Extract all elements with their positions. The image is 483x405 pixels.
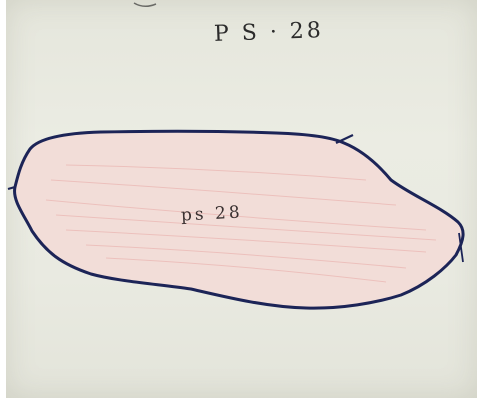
- drawing-canvas: [6, 0, 477, 398]
- paper-photo: P S · 28 ps 28: [6, 0, 477, 398]
- top-handwritten-label: P S · 28: [214, 18, 325, 47]
- partial-pen-stroke: [134, 3, 156, 6]
- shape-handwritten-label: ps 28: [181, 202, 244, 225]
